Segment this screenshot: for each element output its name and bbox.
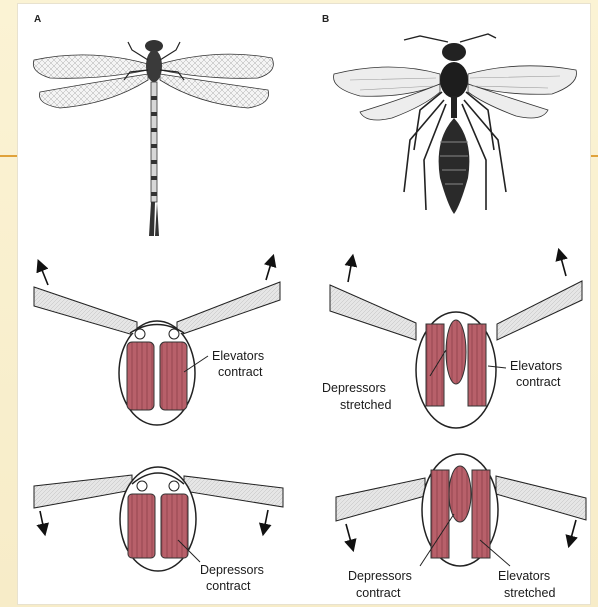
panel-a-letter: A — [34, 14, 41, 25]
wasp-illustration — [334, 34, 577, 214]
panel-b-downstroke-diagram — [336, 454, 586, 566]
panel-a-elevators-sublabel: contract — [218, 365, 263, 379]
panel-a-downstroke-diagram — [34, 467, 283, 571]
panel-b-elevators-contract-label: Elevators — [510, 359, 562, 373]
panel-b-depressors-stretched-sublabel: stretched — [340, 398, 391, 412]
panel-b-depressors-contract-sublabel: contract — [356, 586, 401, 600]
panel-b-depressors-stretched-label: Depressors — [322, 381, 386, 395]
panel-a-depressors-label: Depressors — [200, 563, 264, 577]
panel-b-depressors-contract-label: Depressors — [348, 569, 412, 583]
panel-a-elevators-label: Elevators — [212, 349, 264, 363]
panel-a-upstroke-diagram — [34, 260, 280, 425]
dragonfly-illustration — [33, 40, 273, 236]
panel-b-elevators-stretched-sublabel: stretched — [504, 586, 555, 600]
panel-b-elevators-contract-sublabel: contract — [516, 375, 561, 389]
panel-b-elevators-stretched-label: Elevators — [498, 569, 550, 583]
panel-a-depressors-sublabel: contract — [206, 579, 251, 593]
panel-b-letter: B — [322, 14, 329, 25]
